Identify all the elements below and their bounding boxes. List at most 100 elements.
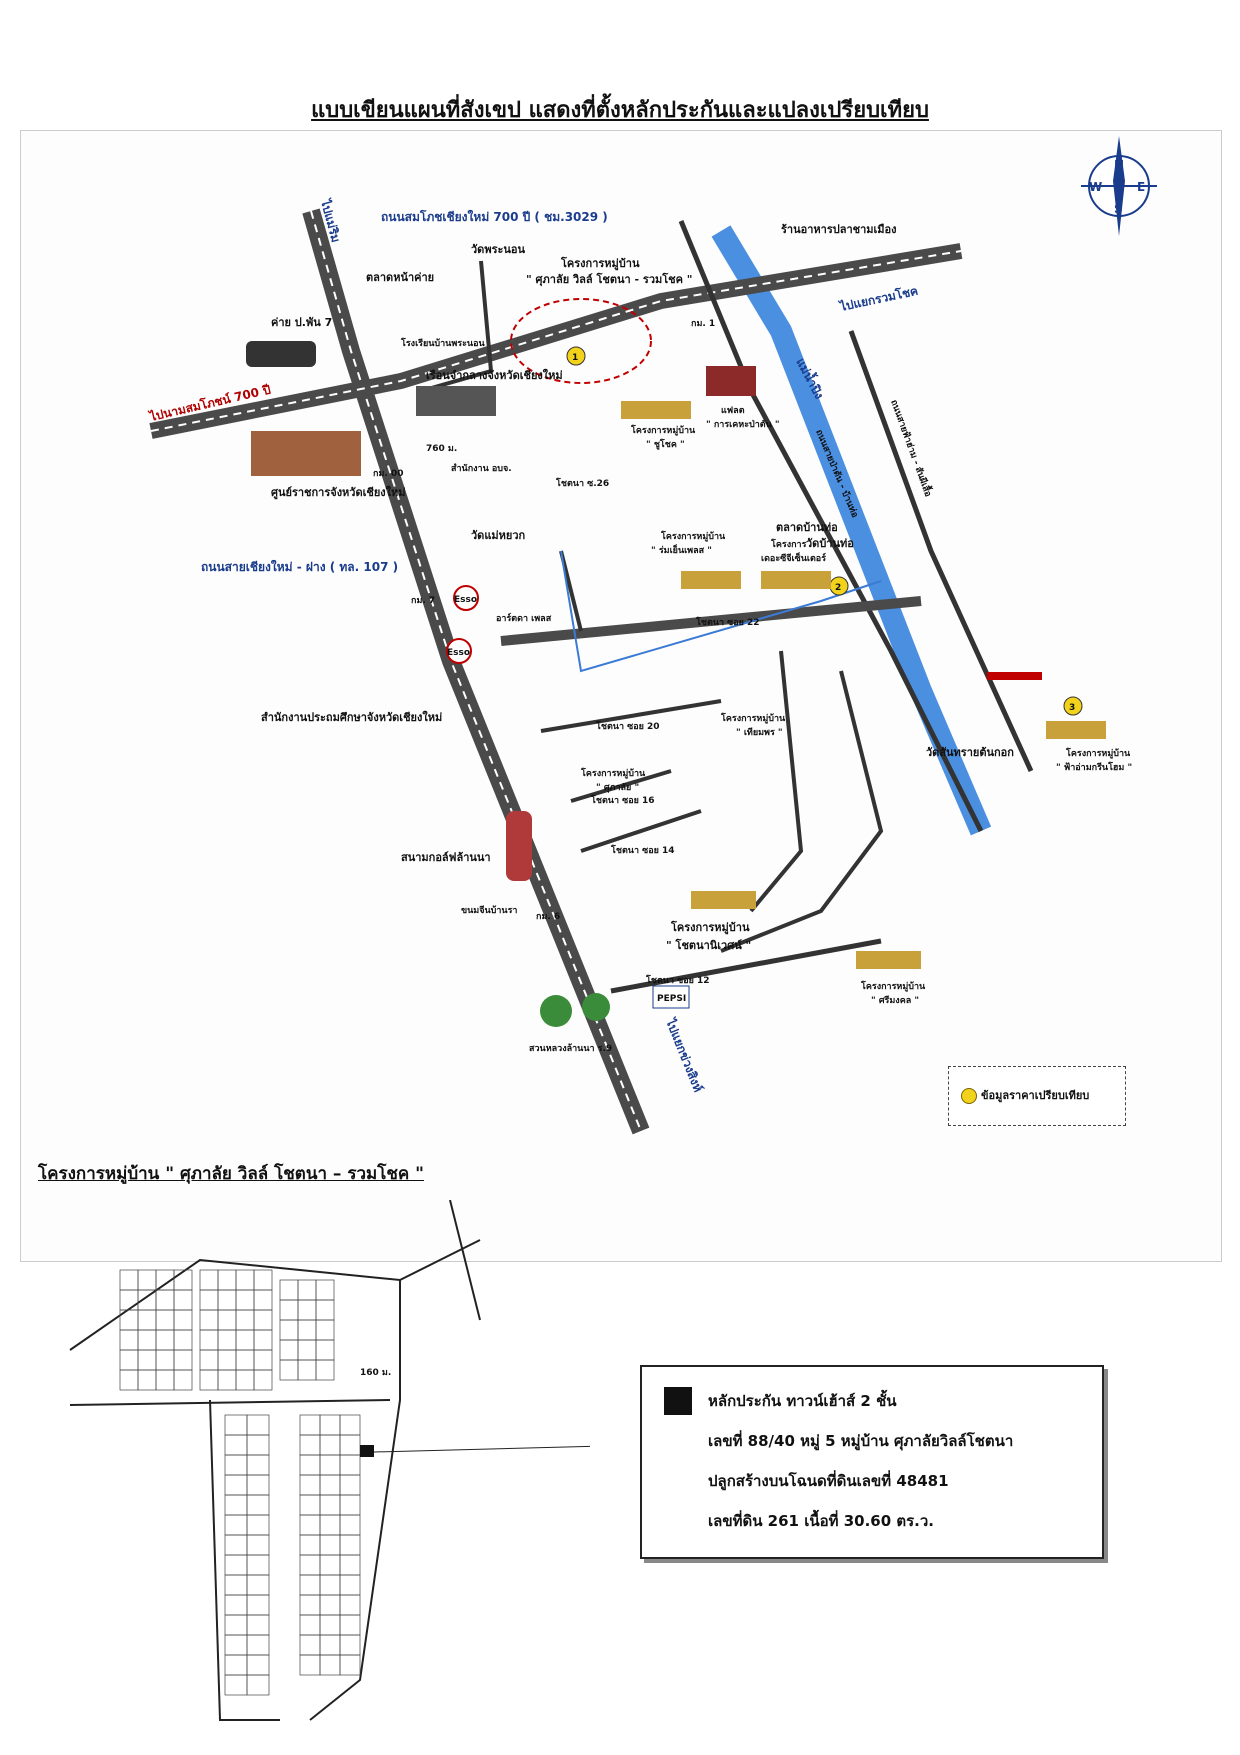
plot-lot <box>246 1474 270 1496</box>
plot-lot <box>319 1414 341 1436</box>
label-camp: ค่าย ป.พัน 7 <box>271 316 332 329</box>
plot-lot <box>253 1289 273 1311</box>
compass-w: W <box>1089 180 1102 194</box>
plot-lot <box>299 1574 321 1596</box>
map-title: แบบเขียนแผนที่สังเขป แสดงที่ตั้งหลักประก… <box>311 98 929 123</box>
canal <box>560 550 882 673</box>
plot-lot <box>155 1369 175 1391</box>
plot-lot <box>315 1319 335 1341</box>
label-project1-b: " ศุภาลัย วิลล์ โชตนา - รวมโชค " <box>526 272 693 287</box>
plot-lot <box>224 1574 248 1596</box>
plot-lot <box>199 1309 219 1331</box>
label-market-camp: ตลาดหน้าค่าย <box>366 271 434 284</box>
plot-lot <box>319 1474 341 1496</box>
label-project-tiamporn-a: โครงการหมู่บ้าน <box>720 712 786 724</box>
plot-lot <box>246 1654 270 1676</box>
plot-lot <box>339 1574 361 1596</box>
house-icon-4 <box>1046 721 1106 739</box>
collateral-line-3: ปลูกสร้างบนโฉนดที่ดินเลขที่ 48481 <box>708 1472 949 1490</box>
plot-lot <box>253 1369 273 1391</box>
label-market-ban-tho: ตลาดบ้านท่อ <box>776 521 838 534</box>
label-esso-2: Esso <box>447 648 470 658</box>
legend-label: ข้อมูลราคาเปรียบเทียบ <box>981 1089 1090 1102</box>
plot-lot <box>297 1299 317 1321</box>
plot-lot <box>246 1674 270 1696</box>
plot-lot <box>224 1674 248 1696</box>
site-plan: 160 ม. <box>69 1200 590 1721</box>
road-soi-14 <box>580 809 702 853</box>
plot-lot <box>246 1554 270 1576</box>
river-ping <box>711 225 992 836</box>
plot-lot <box>339 1634 361 1656</box>
plot-lot <box>315 1339 335 1361</box>
plot-lot <box>319 1554 341 1576</box>
road-to-wat-phranon <box>420 260 494 393</box>
road-soi-16 <box>570 769 672 803</box>
flat-building-icon <box>706 366 756 396</box>
road-soi-20 <box>540 699 722 733</box>
label-highway-107: ถนนสายเชียงใหม่ - ฝาง ( ทล. 107 ) <box>201 559 398 574</box>
plot-lot <box>319 1454 341 1476</box>
plot-lot <box>235 1329 255 1351</box>
plot-lot <box>319 1494 341 1516</box>
label-soi-14: โชตนา ซอย 14 <box>610 844 675 856</box>
collateral-pointer <box>373 1445 590 1453</box>
label-soi-16: โชตนา ซอย 16 <box>590 794 655 806</box>
legend-dot-icon <box>961 1088 977 1104</box>
label-wat-ban-tho: วัดบ้านท่อ <box>806 537 854 550</box>
plot-lot <box>137 1269 157 1291</box>
tank-icon <box>246 341 316 367</box>
plot-lot <box>224 1434 248 1456</box>
plot-lot <box>246 1454 270 1476</box>
plot-lot <box>246 1434 270 1456</box>
plot-lot <box>339 1514 361 1536</box>
label-soi-26: โชตนา ซ.26 <box>555 477 609 489</box>
plot-lot <box>155 1309 175 1331</box>
plot-lot <box>137 1349 157 1371</box>
svg-text:2: 2 <box>835 583 841 593</box>
label-soi-20: โชตนา ซอย 20 <box>595 720 660 732</box>
location-map: N S E W 1 2 3 ถนนสมโภชเชียงใหม่ 700 ปี (… <box>20 130 1222 1262</box>
plot-lot <box>279 1359 299 1381</box>
plot-lot <box>299 1474 321 1496</box>
plot-lot <box>253 1269 273 1291</box>
plan-subtitle: โครงการหมู่บ้าน " ศุภาลัย วิลล์ โชตนา – … <box>38 1164 425 1184</box>
label-project1-a: โครงการหมู่บ้าน <box>560 256 640 271</box>
label-center-name: เดอะซีจีเซ็นเตอร์ <box>761 551 826 564</box>
marker-2: 2 <box>829 576 849 596</box>
plot-lot <box>224 1554 248 1576</box>
plot-lot <box>224 1614 248 1636</box>
plot-lot <box>319 1514 341 1536</box>
label-project-green-b: " ฟ้าอ่ามกรีนโฮม " <box>1056 761 1132 773</box>
label-wat-mae-yuak: วัดแม่หยวก <box>471 529 526 542</box>
plot-lot <box>217 1329 237 1351</box>
label-top-road: ถนนสมโภชเชียงใหม่ 700 ปี ( ชม.3029 ) <box>381 209 608 224</box>
plot-lot <box>253 1329 273 1351</box>
plot-lot <box>155 1329 175 1351</box>
esso-icon-1 <box>453 585 479 611</box>
label-pepsi: PEPSI <box>657 994 686 1004</box>
plot-lot <box>299 1654 321 1676</box>
label-project-supalai-a: โครงการหมู่บ้าน <box>580 767 646 779</box>
plot-lot <box>137 1329 157 1351</box>
plot-lot <box>319 1534 341 1556</box>
road-east-1 <box>678 220 984 833</box>
road-local-3 <box>559 550 583 632</box>
label-restaurant: ร้านอาหารปลาชามเมือง <box>781 223 897 236</box>
prison-building-icon <box>416 386 496 416</box>
house-icon-5 <box>691 891 756 909</box>
plot-lot <box>315 1299 335 1321</box>
plot-lot <box>319 1654 341 1676</box>
label-suan-luang: สวนหลวงล้านนา ร.9 <box>529 1043 612 1054</box>
compass-s: S <box>1114 202 1123 216</box>
compass-icon: N S E W <box>1081 136 1157 236</box>
plot-lot <box>224 1454 248 1476</box>
road-east-2 <box>848 330 1034 773</box>
label-to-ruam-chok: ไปแยกรวมโชค <box>837 283 920 315</box>
plot-lot <box>246 1514 270 1536</box>
plot-lot <box>315 1359 335 1381</box>
label-flat-a: แฟลต <box>721 405 745 416</box>
plot-lot <box>224 1654 248 1676</box>
plot-lot <box>339 1494 361 1516</box>
plot-lot <box>297 1339 317 1361</box>
